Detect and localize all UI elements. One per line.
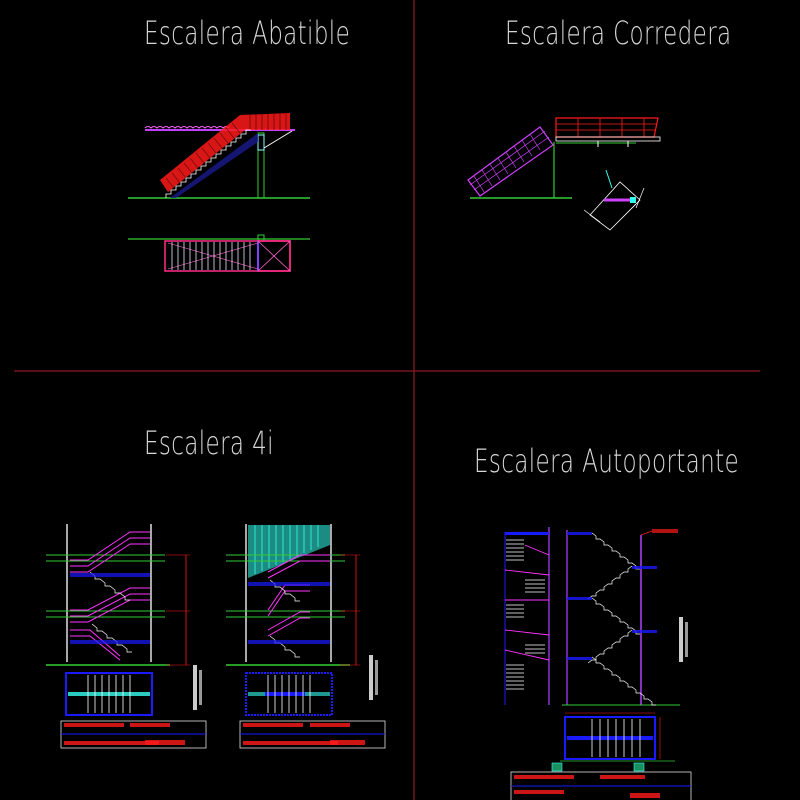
drawing-abatible-elevation (128, 113, 310, 199)
drawing-corredera-elevation (467, 117, 661, 199)
drawing-autoportante-plan (551, 712, 675, 772)
title-escalera-4i: Escalera 4i (144, 424, 274, 462)
title-escalera-autoportante: Escalera Autoportante (474, 442, 740, 480)
title-escalera-abatible: Escalera Abatible (144, 14, 351, 52)
title-escalera-corredera: Escalera Corredera (505, 14, 732, 52)
drawing-autoportante-section (504, 527, 550, 705)
title-block-autoportante (510, 771, 692, 800)
drawing-4i-plan-right (245, 672, 333, 716)
title-block-4i-left (60, 720, 207, 749)
notes-text-4i-left (193, 665, 202, 710)
drawing-corredera-detail (583, 169, 645, 231)
drawing-4i-elevation-left (46, 524, 190, 666)
drawing-4i-elevation-right (226, 524, 360, 666)
notes-text-4i-right (369, 655, 378, 700)
title-block-4i-right (239, 720, 386, 749)
drawing-autoportante-elevation (562, 529, 680, 706)
notes-text-autoportante (679, 617, 688, 662)
drawing-4i-plan-left (65, 672, 153, 716)
drawing-abatible-plan (128, 234, 310, 272)
